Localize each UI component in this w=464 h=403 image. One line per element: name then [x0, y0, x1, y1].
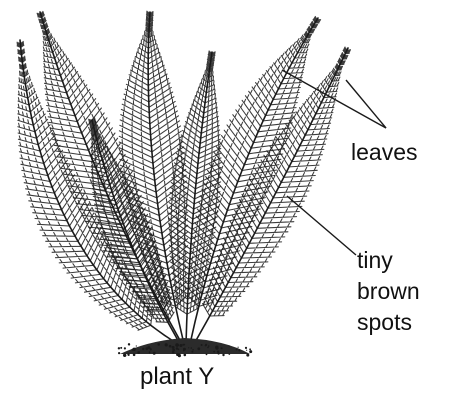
soil-speck [133, 354, 136, 357]
spots-pointer-line [287, 196, 356, 255]
soil-speck [137, 351, 140, 354]
soil-speck [147, 346, 150, 349]
label-leaves: leaves [351, 139, 417, 165]
label-spots-line-2: brown [357, 276, 420, 307]
soil-speck [153, 352, 156, 355]
ground-mound [118, 338, 253, 357]
soil-speck [120, 347, 122, 349]
soil-speck [123, 354, 126, 357]
soil-speck [172, 346, 175, 349]
soil-speck [157, 343, 160, 346]
fern-fronds [17, 11, 350, 344]
soil-speck [183, 348, 186, 351]
soil-speck [245, 347, 247, 349]
soil-speck [118, 347, 120, 349]
soil-speck [124, 347, 126, 349]
label-tiny-brown-spots: tiny brown spots [357, 245, 420, 338]
soil-speck [176, 353, 179, 356]
soil-speck [201, 344, 203, 346]
soil-speck [249, 348, 251, 350]
soil-speck [136, 345, 137, 346]
soil-speck [191, 351, 193, 353]
soil-speck [192, 349, 194, 351]
soil-speck [191, 347, 193, 349]
soil-speck [188, 347, 189, 348]
soil-speck [250, 351, 252, 353]
soil-speck [205, 345, 207, 347]
soil-speck [246, 350, 247, 351]
label-spots-line-3: spots [357, 307, 420, 338]
label-spots-line-1: tiny [357, 245, 420, 276]
soil-speck [238, 347, 239, 348]
soil-speck [236, 349, 238, 351]
soil-speck [176, 347, 178, 349]
soil-speck [175, 343, 178, 346]
soil-speck [208, 345, 210, 347]
soil-speck [222, 354, 224, 356]
soil-speck [132, 349, 134, 351]
soil-speck [206, 354, 208, 356]
soil-speck [184, 354, 187, 357]
soil-speck [217, 352, 219, 354]
soil-speck [128, 354, 130, 356]
soil-speck [197, 347, 200, 350]
soil-speck [213, 351, 215, 353]
soil-speck [238, 349, 240, 351]
soil-speck [169, 345, 172, 348]
soil-speck [182, 344, 184, 346]
leaves-pointer-line [346, 80, 386, 128]
soil-speck [179, 344, 182, 347]
soil-speck [229, 353, 231, 355]
soil-speck [229, 345, 230, 346]
caption-plant-y: plant Y [140, 363, 214, 391]
soil-speck [142, 348, 144, 350]
soil-speck [149, 352, 150, 353]
soil-speck [118, 352, 120, 354]
soil-speck [128, 344, 130, 346]
soil-speck [207, 347, 209, 349]
soil-speck [172, 349, 175, 352]
soil-speck [246, 354, 249, 357]
soil-speck [165, 343, 168, 346]
soil-speck [221, 347, 223, 349]
soil-speck [215, 347, 218, 350]
